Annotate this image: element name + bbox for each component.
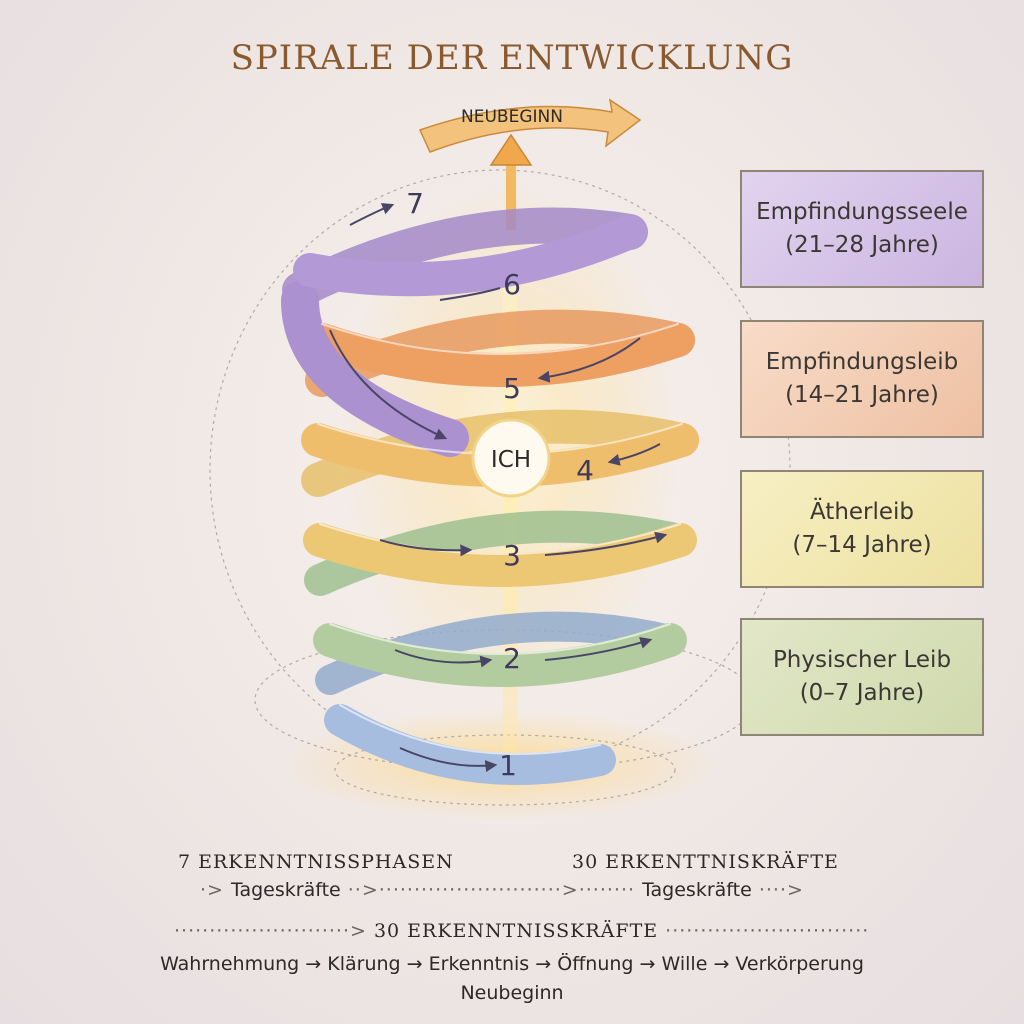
turn-number-3: 3 — [503, 539, 521, 572]
forces-heading: 30 ERKENTTNISKRÄFTE — [572, 851, 839, 873]
stage-age: (21–28 Jahre) — [785, 232, 939, 258]
stage-box-aetherleib: Ätherleib (7–14 Jahre) — [740, 470, 984, 588]
forces-heading-2-row: ·························> 30 ERKENNTNIS… — [174, 920, 869, 942]
page-title: SPIRALE DER ENTWICKLUNG — [230, 38, 794, 78]
dotted-line: ·························> — [174, 920, 374, 942]
turn-number-1: 1 — [499, 749, 517, 782]
stage-age: (0–7 Jahre) — [799, 680, 925, 706]
stage-name: Physischer Leib — [772, 647, 952, 674]
turn-number-4: 4 — [576, 454, 594, 487]
stage-age: (7–14 Jahre) — [792, 532, 932, 558]
sequence-step: Verkörperung — [735, 953, 864, 975]
spiral-front-3 — [303, 523, 697, 587]
turn-number-7: 7 — [406, 187, 424, 220]
phases-heading: 7 ERKENNTNISSPHASEN — [178, 851, 454, 873]
turn-number-2: 2 — [503, 642, 521, 675]
center-label: ICH — [491, 447, 531, 473]
arrow-right-icon: → — [535, 953, 552, 975]
sequence-step: Klärung — [327, 953, 401, 975]
stage-name: Empfindungsleib — [765, 349, 959, 376]
spiral-front-6 — [281, 281, 469, 457]
stage-box-physischer-leib: Physischer Leib (0–7 Jahre) — [740, 618, 984, 736]
spiral-front-5 — [305, 323, 695, 387]
ich-circle — [471, 418, 551, 498]
direction-arrows — [329, 203, 668, 773]
dotted-arrow-icon: ··>··························>········ — [340, 879, 643, 901]
stage-name: Empfindungsseele — [756, 199, 968, 226]
sequence-step: Erkenntnis — [428, 953, 530, 975]
stage-name: Ätherleib — [809, 499, 915, 526]
process-sequence: Wahrnehmung → Klärung → Erkenntnis → Öff… — [0, 953, 1024, 975]
neubeginn-label: NEUBEGINN — [461, 107, 563, 127]
upward-arrow-icon — [489, 133, 533, 230]
stage-age: (14–21 Jahre) — [785, 382, 939, 408]
spiral-front-2 — [313, 623, 687, 687]
sequence-step: Öffnung — [557, 953, 634, 975]
arrow-right-icon: → — [406, 953, 423, 975]
dotted-line: ····························· — [658, 920, 870, 942]
dotted-arrow-icon: ····> — [751, 879, 804, 901]
arrow-right-icon: → — [713, 953, 730, 975]
tageskraefte-row: ·> Tageskräfte ··>······················… — [200, 879, 804, 901]
turn-number-5: 5 — [503, 372, 521, 405]
turn-number-6: 6 — [503, 268, 521, 301]
dotted-arrow-icon: ·> — [200, 879, 231, 901]
arrow-right-icon: → — [305, 953, 322, 975]
last-step: Neubeginn — [460, 982, 564, 1004]
neubeginn-arrow-icon — [418, 98, 642, 153]
spiral-front-7 — [293, 215, 647, 297]
forces-heading-2: 30 ERKENNTNISSKRÄFTE — [373, 920, 659, 942]
sequence-step: Wille — [661, 953, 708, 975]
tageskraefte-label-2: Tageskräfte — [642, 879, 752, 901]
stage-box-empfindungsleib: Empfindungsleib (14–21 Jahre) — [740, 320, 984, 438]
stage-box-empfindungsseele: Empfindungsseele (21–28 Jahre) — [740, 170, 984, 288]
arrow-right-icon: → — [639, 953, 656, 975]
tageskraefte-label-1: Tageskräfte — [231, 879, 341, 901]
sequence-step: Wahrnehmung — [160, 953, 300, 975]
